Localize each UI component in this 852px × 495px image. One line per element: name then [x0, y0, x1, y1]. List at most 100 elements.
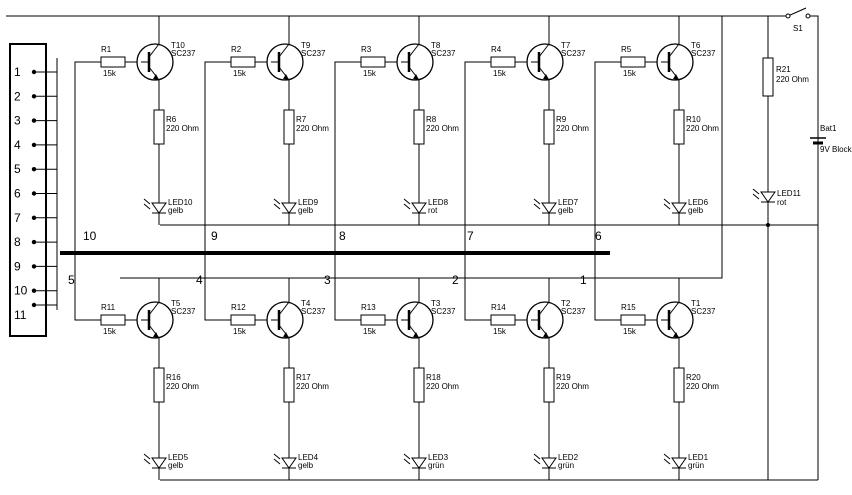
transistor-emitter-arrow: [413, 74, 419, 80]
led-resistor: [153, 367, 165, 403]
transistor-collector-lead: [668, 43, 680, 58]
power-resistor-value: 220 Ohm: [776, 75, 809, 84]
junction-dot: [766, 223, 770, 227]
led-resistor-name: R6: [166, 115, 177, 124]
switch-lever: [787, 7, 807, 17]
base-resistor: [230, 314, 256, 326]
transistor-type: SC237: [171, 49, 196, 58]
led-light-arrows: [273, 453, 281, 465]
led-resistor-value: 220 Ohm: [556, 124, 589, 133]
power-resistor: [762, 57, 774, 97]
led-light-arrows: [533, 453, 541, 465]
led-resistor: [673, 109, 685, 145]
connector-pin-dot: [31, 69, 37, 75]
transistor-emitter-arrow: [413, 332, 419, 338]
connector-pin-label: 2: [14, 89, 21, 103]
base-resistor-name: R13: [361, 303, 376, 312]
connector-pin-label: 3: [14, 114, 21, 128]
input-wire: [74, 61, 101, 253]
connector-pin-label: 6: [14, 187, 21, 201]
led-light-arrows: [403, 453, 411, 465]
bus-label-top: 10: [83, 229, 97, 243]
base-resistor: [100, 314, 126, 326]
battery-name: Bat1: [820, 124, 837, 133]
bus-label-bottom: 5: [68, 273, 75, 287]
base-resistor-value: 15k: [363, 327, 377, 336]
led-color: grün: [688, 461, 704, 470]
base-resistor-name: R3: [361, 45, 372, 54]
connector-pin-dot: [31, 239, 37, 245]
switch-contact: [785, 13, 791, 19]
transistor-name: T7: [561, 41, 571, 50]
switch-contact: [805, 13, 811, 19]
transistor-emitter-arrow: [673, 74, 679, 80]
transistor-collector-lead: [538, 43, 550, 58]
transistor-name: T6: [691, 41, 701, 50]
transistor-body: [136, 301, 174, 339]
base-resistor-value: 15k: [233, 69, 247, 78]
battery-value: 9V Block: [820, 145, 852, 154]
transistor-body: [526, 301, 564, 339]
base-resistor: [620, 56, 646, 68]
base-resistor-name: R4: [491, 45, 502, 54]
connector-pin-dot: [31, 288, 37, 293]
led-resistor-value: 220 Ohm: [686, 382, 719, 391]
base-resistor-value: 15k: [363, 69, 377, 78]
transistor-type: SC237: [431, 49, 456, 58]
transistor-collector-lead: [148, 301, 160, 316]
led-name: LED4: [298, 453, 319, 462]
led-light-arrows: [533, 198, 541, 210]
transistor-body: [526, 43, 564, 81]
transistor-collector-lead: [538, 301, 550, 316]
base-resistor-name: R5: [621, 45, 632, 54]
transistor-body: [656, 301, 694, 339]
led-resistor-name: R19: [556, 373, 571, 382]
led-light-arrows: [663, 453, 671, 465]
led-name: LED7: [558, 198, 579, 207]
led-resistor-name: R7: [296, 115, 307, 124]
base-resistor-value: 15k: [233, 327, 247, 336]
led-name: LED10: [168, 198, 193, 207]
connector-pin-label: 1: [14, 65, 21, 79]
led-resistor: [153, 109, 165, 145]
transistor-collector-lead: [148, 43, 160, 58]
led-resistor: [543, 109, 555, 145]
transistor-collector-lead: [408, 301, 420, 316]
base-resistor: [360, 56, 386, 68]
base-resistor-value: 15k: [103, 69, 117, 78]
led-resistor: [283, 367, 295, 403]
transistor-body: [136, 43, 174, 81]
transistor-name: T2: [561, 299, 571, 308]
transistor-name: T9: [301, 41, 311, 50]
base-resistor-name: R12: [231, 303, 246, 312]
led-name: LED3: [428, 453, 449, 462]
transistor-emitter-arrow: [283, 74, 289, 80]
led-resistor-value: 220 Ohm: [426, 124, 459, 133]
bus-label-bottom: 1: [580, 273, 587, 287]
connector-pin-dot: [31, 94, 37, 99]
led-resistor-value: 220 Ohm: [296, 124, 329, 133]
bus-label-top: 7: [467, 229, 474, 243]
transistor-body: [266, 43, 304, 81]
led-color: gelb: [688, 206, 704, 215]
input-wire: [204, 61, 231, 253]
connector-body: [9, 43, 47, 337]
input-wire: [204, 253, 231, 321]
base-resistor: [100, 56, 126, 68]
transistor-name: T1: [691, 299, 701, 308]
led-symbol: [151, 202, 167, 214]
base-resistor: [490, 314, 516, 326]
led-resistor: [543, 367, 555, 403]
transistor-emitter-arrow: [283, 332, 289, 338]
base-resistor-value: 15k: [493, 327, 507, 336]
transistor-collector-lead: [668, 301, 680, 316]
